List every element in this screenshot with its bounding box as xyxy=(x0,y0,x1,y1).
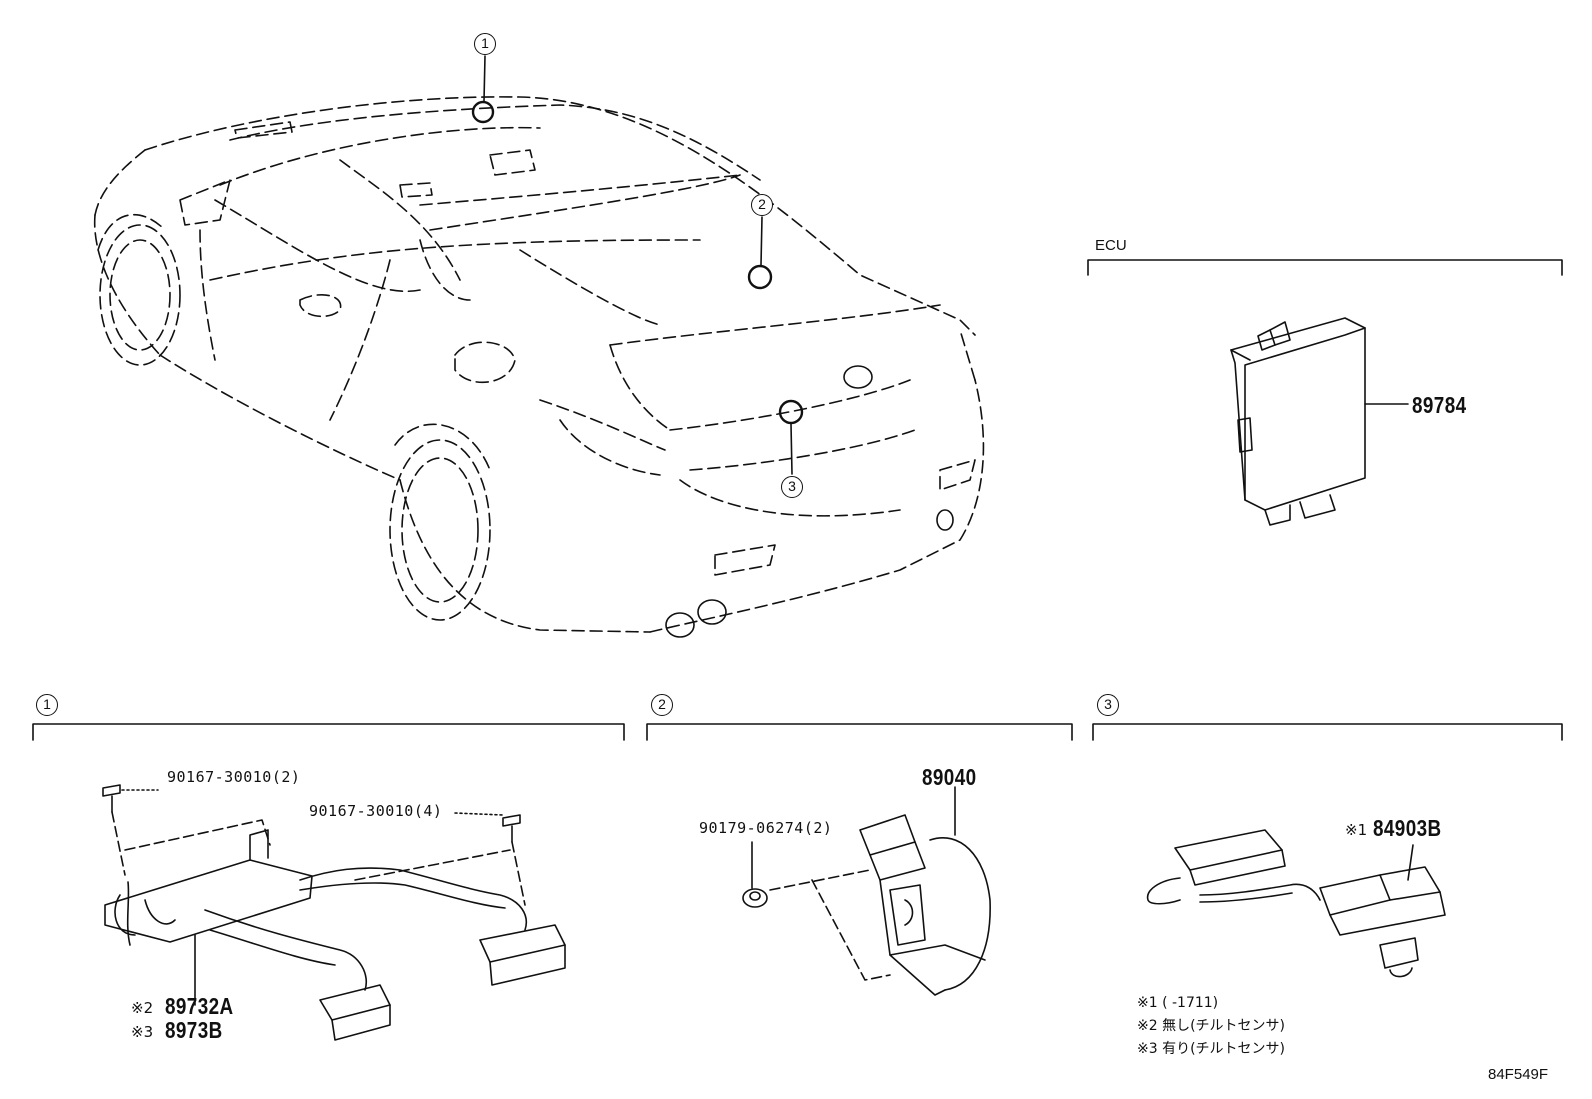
callout-2: 2 xyxy=(751,194,773,216)
footnote-2: ※2 無し(チルトセンサ) xyxy=(1137,1018,1286,1034)
section-3-callout: 3 xyxy=(1097,694,1119,716)
callout-leaders xyxy=(483,55,793,475)
car-exhaust-icon xyxy=(665,365,954,638)
tilt-sensor-part-number: 89040 xyxy=(922,764,977,790)
section-2-callout: 2 xyxy=(651,694,673,716)
harness-dashed-guides xyxy=(111,811,526,906)
screw-b-part-number: 90167-30010(4) xyxy=(309,802,443,820)
drawing-code: 84F549F xyxy=(1488,1066,1549,1083)
camera-part-mark: ※1 xyxy=(1345,821,1368,839)
ecu-section-label: ECU xyxy=(1095,237,1127,254)
ecu-module-icon xyxy=(1230,317,1409,526)
wire-harness-icon xyxy=(104,829,566,1041)
footnote-1: ※1 ( -1711) xyxy=(1137,995,1219,1011)
car-wheels-icon xyxy=(97,214,491,621)
callout-3: 3 xyxy=(781,476,803,498)
nut-part-number: 90179-06274(2) xyxy=(699,819,833,837)
callout-1: 1 xyxy=(474,33,496,55)
location-markers xyxy=(471,100,804,425)
sensor-dashed-guides xyxy=(769,869,891,981)
harness-a-part-number: 89732A xyxy=(165,993,234,1019)
nut-icon xyxy=(742,841,768,908)
part-b-mark: ※3 xyxy=(131,1023,154,1041)
screw-icon xyxy=(102,784,521,843)
screw-a-part-number: 90167-30010(2) xyxy=(167,768,301,786)
section-1-callout: 1 xyxy=(36,694,58,716)
harness-b-part-number: 8973B xyxy=(165,1017,223,1043)
camera-harness-part-number: 84903B xyxy=(1373,815,1442,841)
car-body-icon xyxy=(93,96,985,633)
ecu-part-number: 89784 xyxy=(1412,392,1467,418)
camera-harness-icon xyxy=(1146,829,1446,978)
section-brackets xyxy=(32,259,1563,741)
tilt-sensor-icon xyxy=(859,786,991,996)
part-a-mark: ※2 xyxy=(131,999,154,1017)
footnote-3: ※3 有り(チルトセンサ) xyxy=(1137,1041,1286,1057)
